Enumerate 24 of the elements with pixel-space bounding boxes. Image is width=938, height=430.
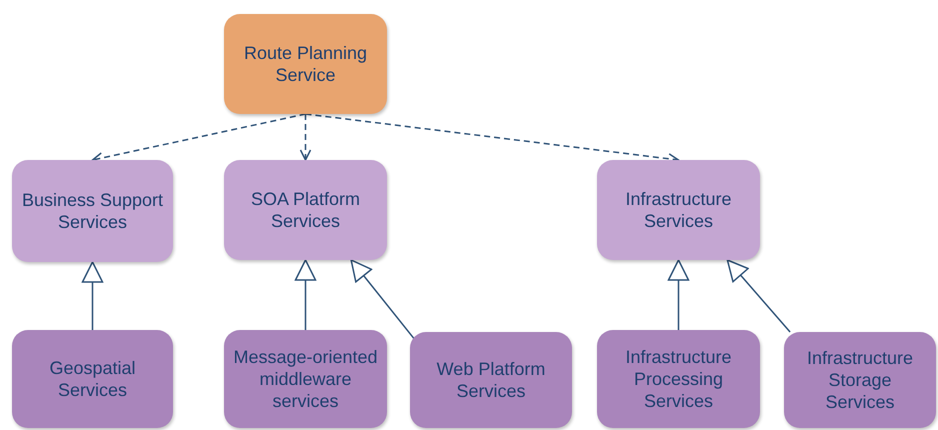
node-label: Geospatial Services <box>48 357 137 401</box>
node-label: Web Platform Services <box>436 358 546 402</box>
service-box <box>12 160 173 262</box>
service-box <box>410 332 572 428</box>
node-label: Infrastructure Processing Services <box>624 346 733 412</box>
inheritance-arrow <box>668 259 690 330</box>
inheritance-arrow <box>726 259 791 332</box>
service-box <box>224 14 387 114</box>
node-label: Route Planning Service <box>242 42 368 86</box>
service-box <box>224 160 387 260</box>
node-label: SOA Platform Services <box>250 188 362 232</box>
inheritance-arrow <box>350 259 416 340</box>
service-box <box>597 160 760 260</box>
service-box <box>224 330 387 428</box>
node-label: Business Support Services <box>20 189 164 233</box>
service-box <box>784 332 936 428</box>
node-label: Infrastructure Storage Services <box>806 347 914 413</box>
dependency-arrow <box>300 114 312 161</box>
inheritance-arrow <box>294 259 316 330</box>
inheritance-arrow <box>82 261 104 330</box>
node-label: Infrastructure Services <box>624 188 733 232</box>
service-box <box>597 330 760 428</box>
node-label: Message-oriented middleware services <box>232 346 379 412</box>
service-box <box>12 330 173 428</box>
